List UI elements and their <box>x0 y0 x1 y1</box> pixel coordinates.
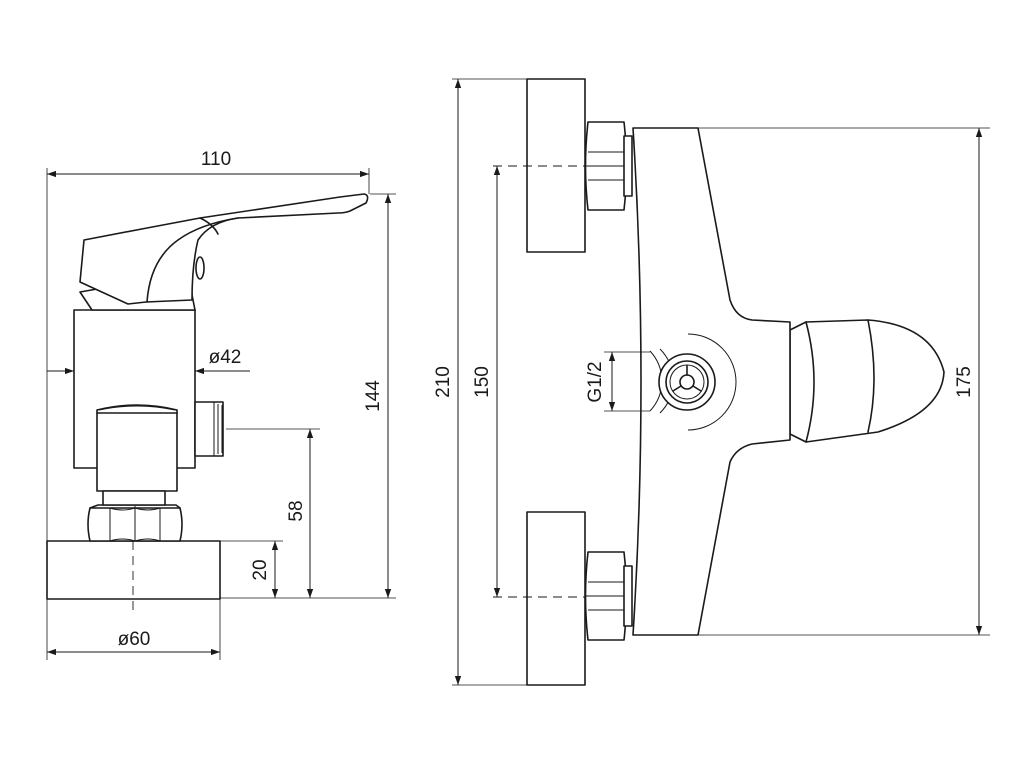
front-outlet-g12 <box>649 333 737 431</box>
dim-body-height: 175 <box>954 366 975 398</box>
dim-rosette-diameter: ø60 <box>118 629 151 650</box>
dim-thread-size: G1/2 <box>585 361 606 402</box>
dim-handle-diameter: ø42 <box>209 347 242 368</box>
side-valve-housing <box>96 404 178 506</box>
side-connection-nut <box>87 504 183 542</box>
front-cartridge-handle <box>789 319 945 443</box>
front-upper-rosette <box>526 78 586 253</box>
side-view: 110 ø42 144 58 20 ø60 <box>46 149 396 660</box>
dim-inlet-spacing: 150 <box>472 366 493 398</box>
dim-total-height: 144 <box>363 380 384 412</box>
side-lever-handle <box>79 193 369 305</box>
side-wall-rosette <box>46 540 221 600</box>
front-upper-nut <box>584 121 633 211</box>
dim-outlet-height: 58 <box>286 500 307 521</box>
dim-rosette-thickness: 20 <box>250 559 271 580</box>
dim-overall-height: 210 <box>433 366 454 398</box>
side-outlet-nipple <box>194 401 224 457</box>
front-lower-nut <box>584 551 633 641</box>
front-lower-rosette <box>526 511 586 686</box>
dim-side-width: 110 <box>201 149 231 170</box>
front-view: 210 150 G1/2 175 <box>433 78 990 686</box>
